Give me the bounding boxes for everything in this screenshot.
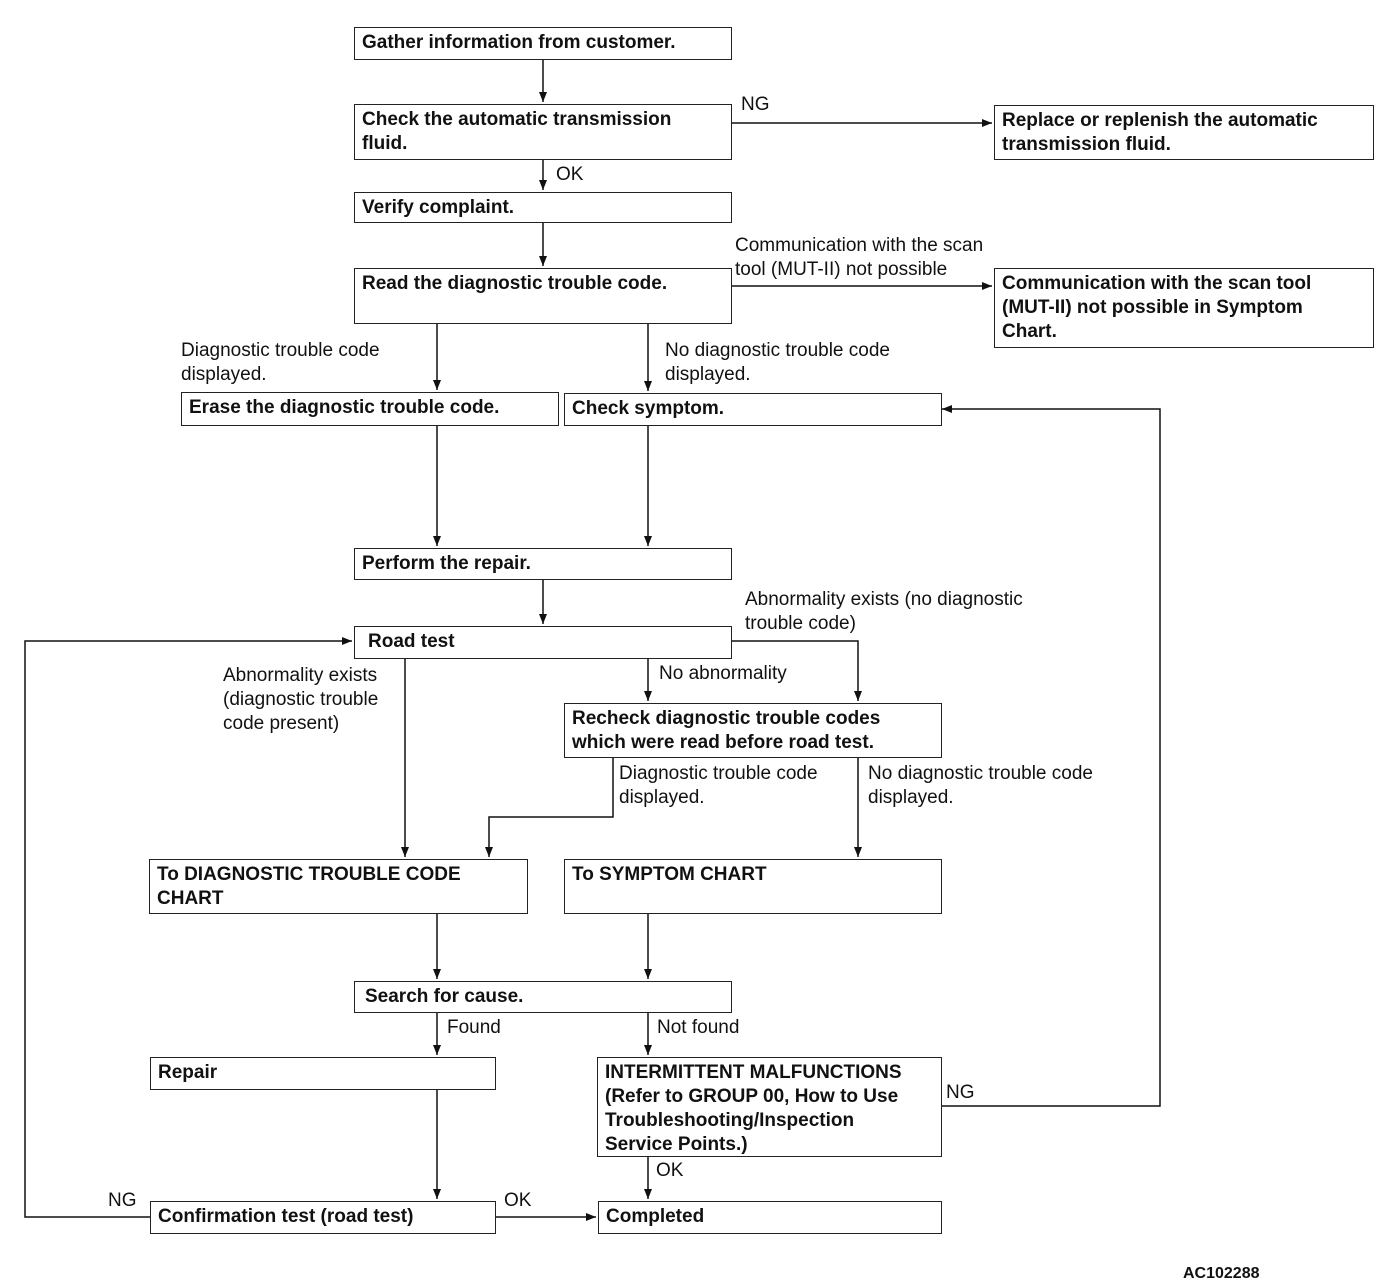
label-abnormality-dtc: Abnormality exists (diagnostic trouble c… — [223, 665, 379, 734]
arrow-roadtest-to-recheck-abnormal — [732, 640, 862, 701]
box-to-dtc-chart: To DIAGNOSTIC TROUBLE CODE CHART — [149, 859, 528, 914]
box-perform-repair: Perform the repair. — [354, 548, 732, 580]
box-recheck-dtc: Recheck diagnostic trouble codes which w… — [564, 703, 942, 758]
box-check-fluid: Check the automatic transmission fluid. — [354, 104, 732, 160]
arrow-recheck-to-dtc-chart — [485, 758, 614, 857]
box-confirmation-test: Confirmation test (road test) — [150, 1201, 496, 1234]
label-ok-confirmation: OK — [504, 1190, 532, 1211]
label-abnormality-no-dtc: Abnormality exists (no diagnostic troubl… — [745, 589, 1023, 634]
box-comm-not-possible-chart: Communication with the scan tool (MUT-II… — [994, 268, 1374, 348]
box-completed: Completed — [598, 1201, 942, 1234]
label-no-abnormality: No abnormality — [659, 663, 787, 684]
figure-code: AC102288 — [1183, 1265, 1260, 1282]
label-found: Found — [447, 1017, 501, 1038]
box-gather-information: Gather information from customer. — [354, 27, 732, 60]
label-not-found: Not found — [657, 1017, 740, 1038]
label-no-dtc-displayed-2: No diagnostic trouble code displayed. — [868, 763, 1093, 808]
box-erase-dtc: Erase the diagnostic trouble code. — [181, 392, 559, 426]
label-comm-not-possible: Communication with the scan tool (MUT-II… — [735, 235, 984, 280]
label-ok-intermittent: OK — [656, 1160, 684, 1181]
box-repair: Repair — [150, 1057, 496, 1090]
box-replace-fluid: Replace or replenish the automatic trans… — [994, 105, 1374, 160]
box-verify-complaint: Verify complaint. — [354, 192, 732, 223]
box-road-test: Road test — [354, 626, 732, 659]
box-search-for-cause: Search for cause. — [354, 981, 732, 1013]
label-ok-fluid: OK — [556, 164, 584, 185]
box-intermittent-malfunctions: INTERMITTENT MALFUNCTIONS (Refer to GROU… — [597, 1057, 942, 1157]
label-ng-confirmation: NG — [108, 1190, 137, 1211]
box-check-symptom: Check symptom. — [564, 393, 942, 426]
label-ng-fluid: NG — [741, 94, 770, 115]
arrow-confirmation-ng-to-roadtest — [24, 637, 352, 1218]
label-dtc-displayed-1: Diagnostic trouble code displayed. — [181, 340, 380, 385]
box-to-symptom-chart: To SYMPTOM CHART — [564, 859, 942, 914]
label-no-dtc-displayed-1: No diagnostic trouble code displayed. — [665, 340, 890, 385]
arrow-intermittent-ng-to-symptom — [942, 405, 1161, 1107]
label-dtc-displayed-2: Diagnostic trouble code displayed. — [619, 763, 818, 808]
box-read-dtc: Read the diagnostic trouble code. — [354, 268, 732, 324]
label-ng-intermittent: NG — [946, 1082, 975, 1103]
